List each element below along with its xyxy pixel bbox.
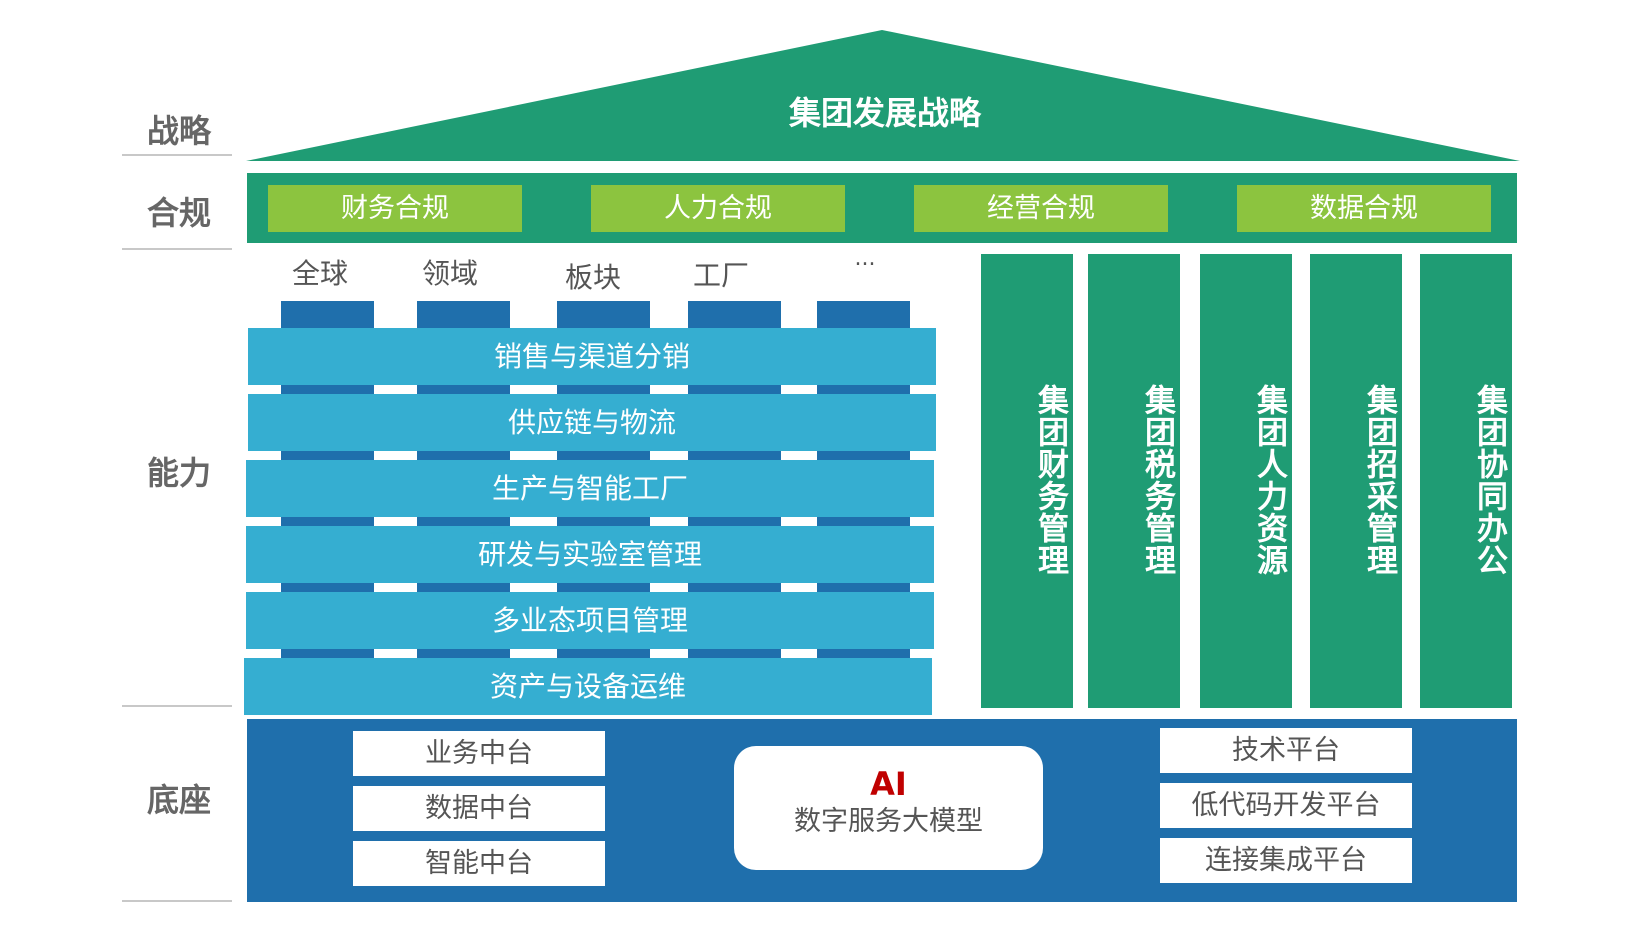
capability-production: 生产与智能工厂	[246, 460, 934, 517]
pillar-procurement: 集团招采管理	[1310, 254, 1402, 708]
layer-label-capability: 能力	[146, 454, 211, 492]
compliance-finance: 财务合规	[268, 185, 522, 232]
dimension-domain: 领域	[421, 257, 478, 290]
compliance-band: 财务合规 人力合规 经营合规 数据合规	[247, 173, 1517, 243]
base-data-middle: 数据中台	[353, 786, 605, 831]
pillar-collaboration-label: 集团协同办公	[1471, 384, 1507, 576]
dimension-global: 全球	[291, 257, 348, 290]
layer-label-compliance: 合规	[146, 194, 211, 232]
base-tech-platform: 技术平台	[1160, 728, 1412, 773]
divider-strategy	[122, 154, 232, 156]
pillar-procurement-label: 集团招采管理	[1361, 384, 1397, 576]
dimension-more: ...	[854, 246, 876, 271]
ai-model-box: AI 数字服务大模型	[734, 746, 1043, 870]
divider-capability	[122, 705, 232, 707]
layer-label-strategy: 战略	[146, 112, 211, 150]
divider-foundation	[122, 900, 232, 902]
compliance-data: 数据合规	[1237, 185, 1491, 232]
divider-compliance	[122, 248, 232, 250]
pillar-tax: 集团税务管理	[1088, 254, 1180, 708]
pillar-tax-label: 集团税务管理	[1139, 384, 1175, 576]
pillar-finance: 集团财务管理	[981, 254, 1073, 708]
pillar-finance-label: 集团财务管理	[1032, 384, 1068, 576]
ai-title: AI	[870, 765, 907, 803]
strategy-roof	[246, 30, 1520, 161]
base-integration-platform: 连接集成平台	[1160, 838, 1412, 883]
capability-sales: 销售与渠道分销	[248, 328, 936, 385]
capability-asset: 资产与设备运维	[244, 658, 932, 715]
base-business-middle: 业务中台	[353, 731, 605, 776]
dimension-factory: 工厂	[692, 259, 749, 292]
foundation-band: 业务中台 数据中台 智能中台 AI 数字服务大模型 技术平台 低代码开发平台 连…	[247, 719, 1517, 902]
pillar-collaboration: 集团协同办公	[1420, 254, 1512, 708]
compliance-operation: 经营合规	[914, 185, 1168, 232]
pillar-hr-label: 集团人力资源	[1251, 384, 1287, 576]
base-lowcode-platform: 低代码开发平台	[1160, 783, 1412, 828]
base-intelligence-middle: 智能中台	[353, 841, 605, 886]
capability-rnd: 研发与实验室管理	[246, 526, 934, 583]
strategy-title: 集团发展战略	[788, 94, 981, 132]
layer-label-foundation: 底座	[146, 781, 211, 819]
ai-subtitle: 数字服务大模型	[794, 806, 983, 837]
compliance-hr: 人力合规	[591, 185, 845, 232]
capability-supply-chain: 供应链与物流	[248, 394, 936, 451]
dimension-segment: 板块	[564, 261, 621, 294]
capability-project: 多业态项目管理	[246, 592, 934, 649]
pillar-hr: 集团人力资源	[1200, 254, 1292, 708]
